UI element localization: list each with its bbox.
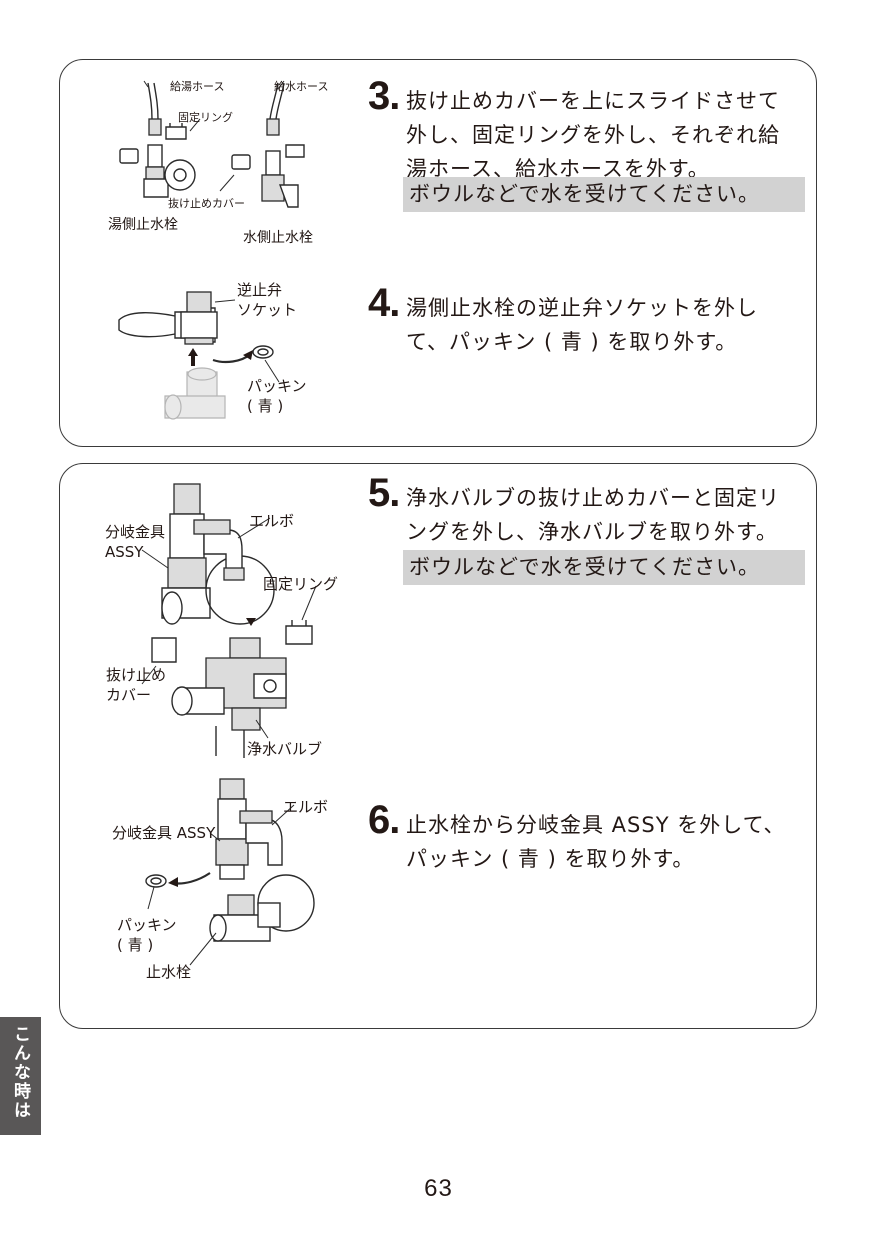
label-fixing-ring-3: 固定リング — [178, 111, 233, 124]
step-6-text: 止水栓から分岐金具 ASSY を外して、 パッキン ( 青 ) を取り外す。 — [406, 813, 786, 871]
label-hot-valve: 湯側止水栓 — [108, 217, 178, 233]
step-3: 3. 抜け止めカバーを上にスライドさせて 外し、固定リングを外し、それぞれ給 湯… — [368, 76, 808, 186]
label-purifier-valve: 浄水バルブ — [247, 740, 323, 758]
label-cold-valve: 水側止水栓 — [243, 230, 313, 246]
label-hot-hose: 給湯ホース — [170, 80, 225, 93]
label-branch-assy-6: 分岐金具 ASSY — [112, 824, 216, 842]
step-5-note: ボウルなどで水を受けてください。 — [403, 550, 805, 585]
step-4: 4. 湯側止水栓の逆止弁ソケットを外し て、パッキン ( 青 ) を取り外す。 — [368, 283, 808, 359]
step4-illustration — [118, 291, 280, 420]
step-3-number: 3. — [368, 74, 400, 118]
instruction-panel-steps-3-4 — [59, 59, 817, 447]
label-elbow-5: エルボ — [249, 512, 295, 530]
label-elbow-6: エルボ — [283, 798, 329, 816]
step6-illustration — [145, 778, 315, 966]
step5-illustration — [141, 483, 317, 758]
label-stop-valve: 止水栓 — [146, 963, 192, 981]
step-6: 6. 止水栓から分岐金具 ASSY を外して、 パッキン ( 青 ) を取り外す… — [368, 800, 808, 876]
step-3-text: 抜け止めカバーを上にスライドさせて 外し、固定リングを外し、それぞれ給 湯ホース… — [406, 89, 780, 181]
step-4-text: 湯側止水栓の逆止弁ソケットを外し て、パッキン ( 青 ) を取り外す。 — [406, 296, 758, 354]
label-fixing-ring-5: 固定リング — [263, 575, 339, 593]
label-stop-cover-3: 抜け止めカバー — [168, 197, 245, 210]
label-branch-assy-5: 分岐金具 ASSY — [105, 523, 166, 561]
step-6-number: 6. — [368, 798, 400, 842]
step-5: 5. 浄水バルブの抜け止めカバーと固定リ ングを外し、浄水バルブを取り外す。 — [368, 473, 808, 549]
step-5-text: 浄水バルブの抜け止めカバーと固定リ ングを外し、浄水バルブを取り外す。 — [406, 486, 780, 544]
label-check-socket: 逆止弁 ソケット — [237, 281, 298, 319]
side-tab-label: こんな時は — [10, 1025, 30, 1120]
step-4-number: 4. — [368, 281, 400, 325]
step3-illustration — [119, 80, 305, 208]
label-stop-cover-5: 抜け止め カバー — [106, 666, 167, 704]
label-packing-6: パッキン ( 青 ) — [117, 916, 177, 954]
label-packing-4: パッキン ( 青 ) — [247, 377, 307, 415]
step-5-number: 5. — [368, 471, 400, 515]
step-3-note: ボウルなどで水を受けてください。 — [403, 177, 805, 212]
page-number: 63 — [424, 1175, 453, 1202]
section-side-tab[interactable]: こんな時は — [0, 1017, 41, 1135]
label-cold-hose: 給水ホース — [274, 80, 329, 93]
